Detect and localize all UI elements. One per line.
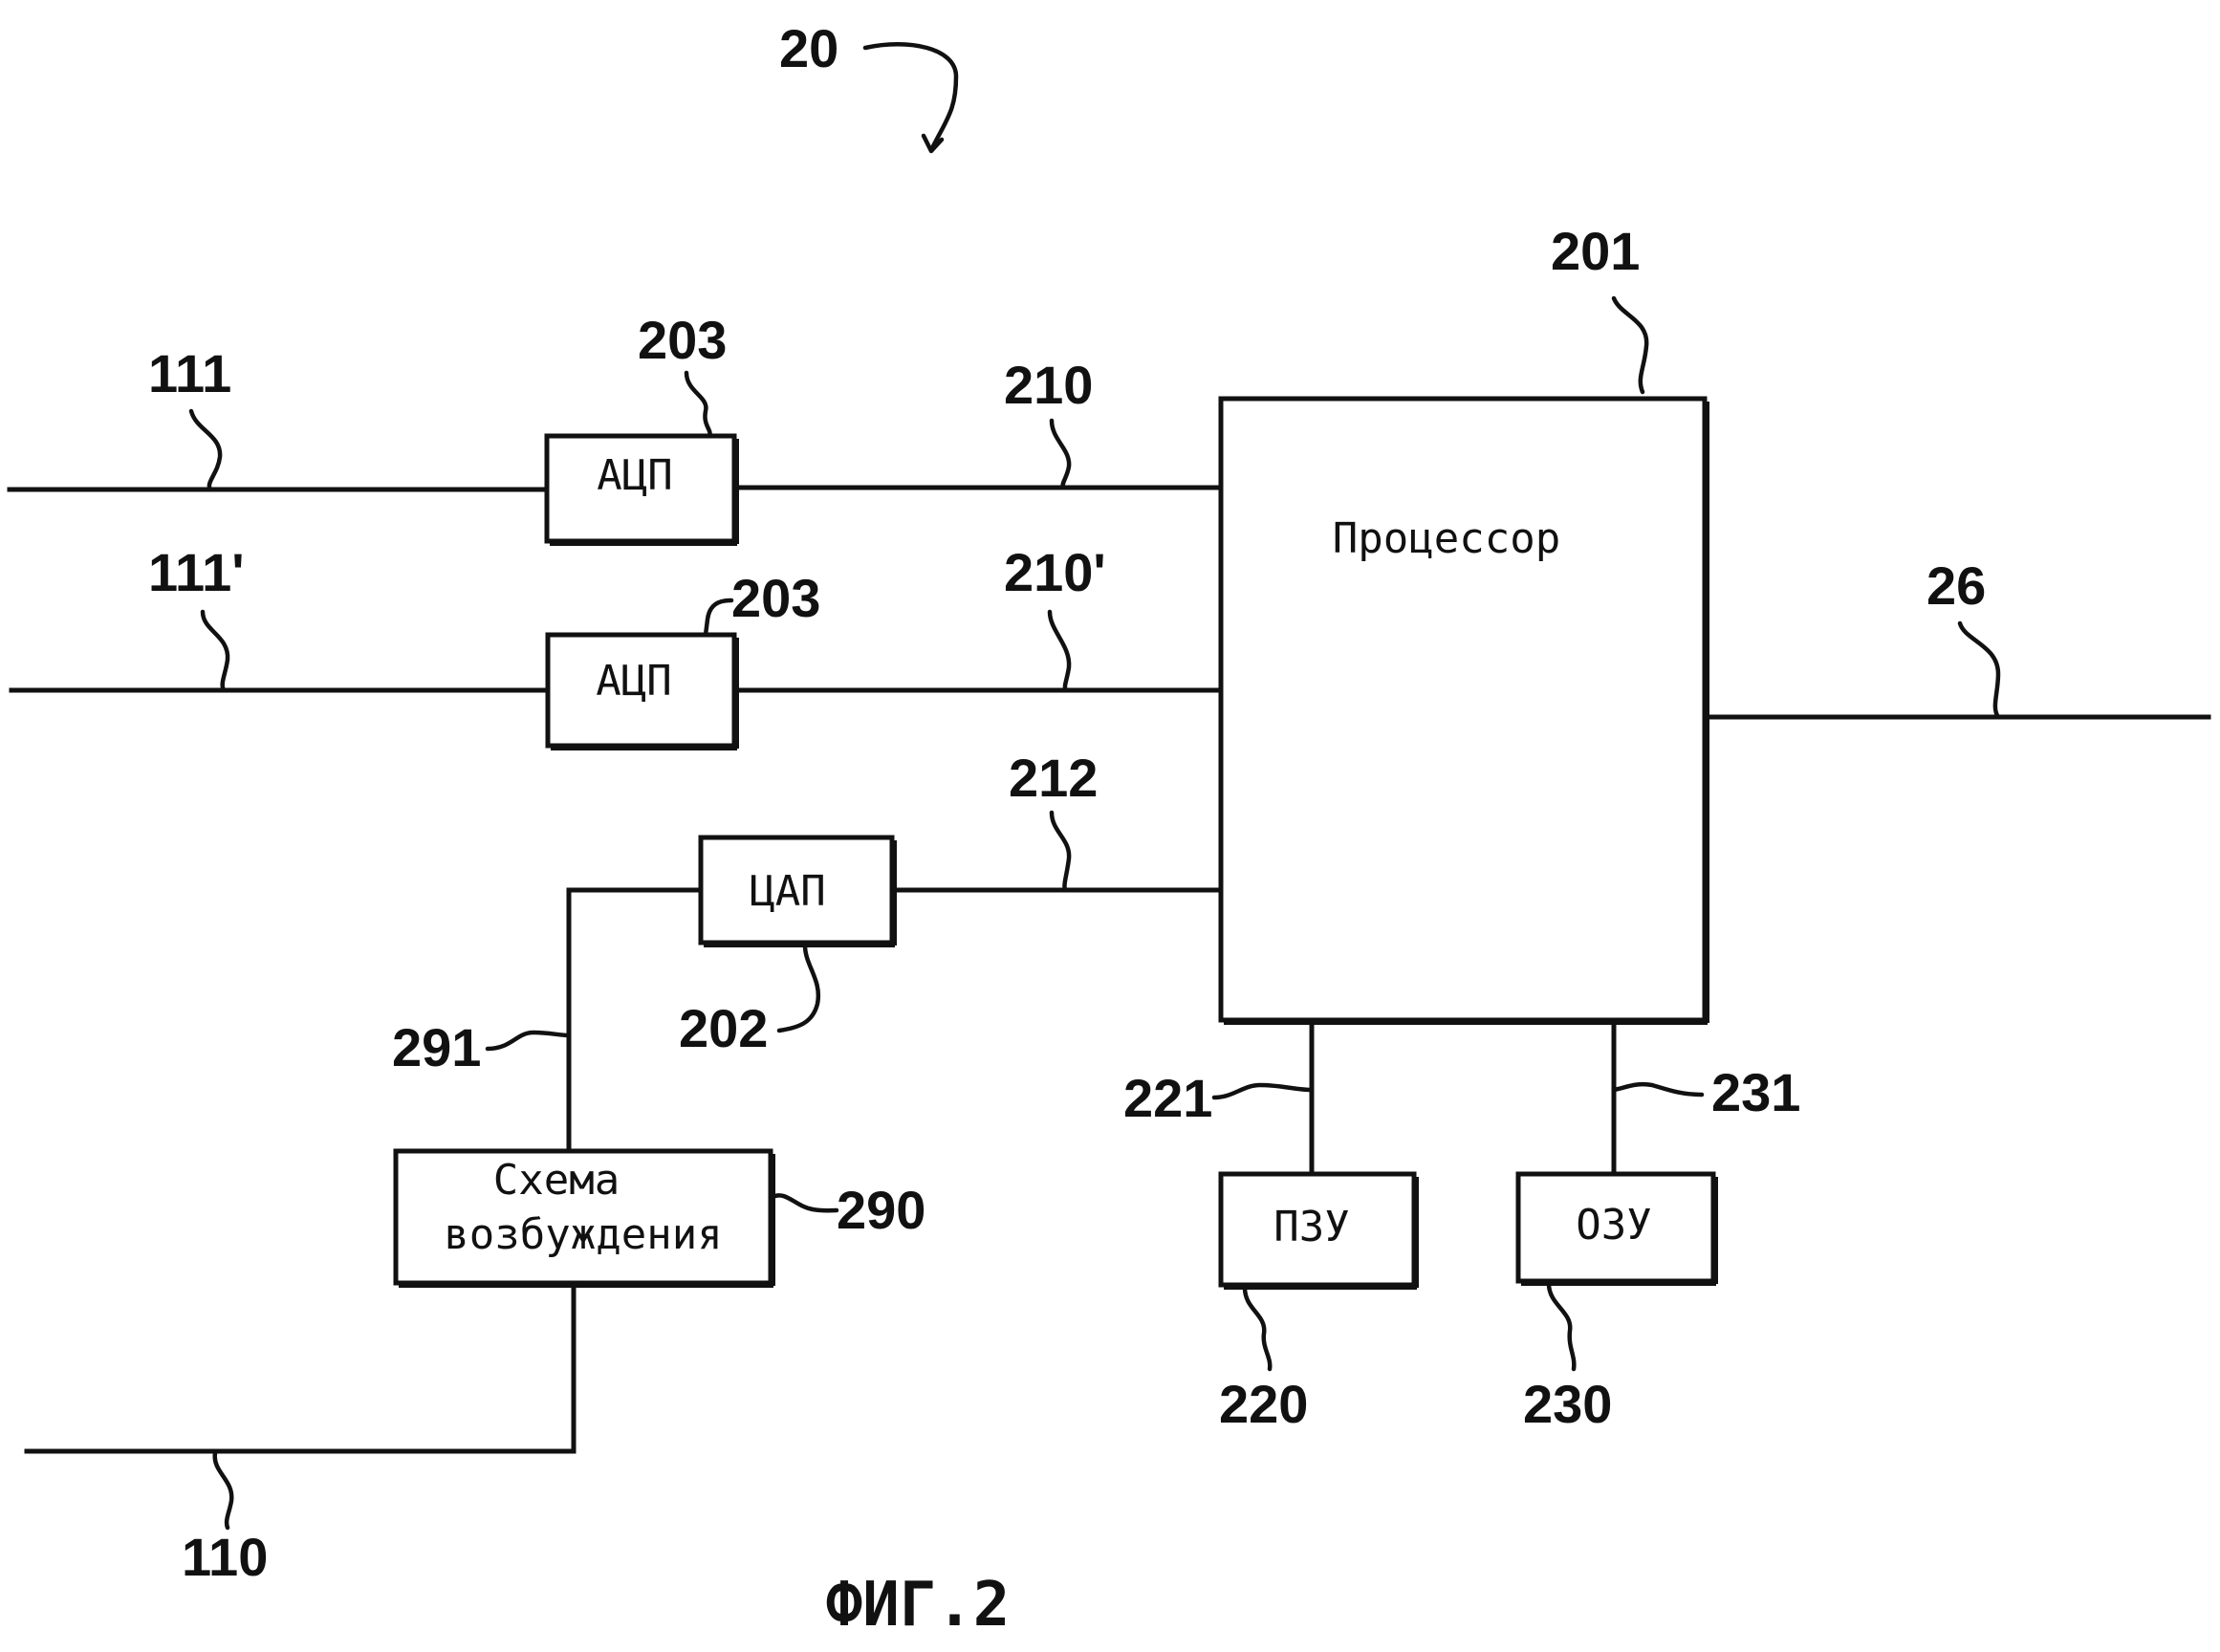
ram-label: ОЗУ xyxy=(1576,1201,1651,1250)
ref-290: 290 xyxy=(837,1180,925,1240)
rom-label: ПЗУ xyxy=(1273,1203,1349,1251)
ref-111: 111 xyxy=(148,343,231,403)
leader-26 xyxy=(1957,620,2001,720)
drive-circuit-block: Схема возбуждения xyxy=(393,1148,775,1288)
reference-numerals: 20 201 203 111 210 203 111' 210' 26 212 … xyxy=(148,18,1986,1587)
drive-label-line2: возбуждения xyxy=(444,1210,722,1259)
ref-26: 26 xyxy=(1926,555,1986,616)
adc-block-1: АЦП xyxy=(544,433,739,546)
ref-203-bottom: 203 xyxy=(731,568,820,628)
leader-230 xyxy=(1546,1281,1577,1372)
line-291 xyxy=(566,887,704,1155)
figure-caption: ФИГ.2 xyxy=(826,1570,1011,1641)
ref-20: 20 xyxy=(779,18,838,78)
ref-231: 231 xyxy=(1711,1062,1800,1122)
ref-110: 110 xyxy=(182,1527,268,1587)
dac-label: ЦАП xyxy=(750,867,825,916)
leader-201 xyxy=(1611,295,1649,395)
ref-212: 212 xyxy=(1009,748,1098,808)
leader-110 xyxy=(212,1450,234,1531)
leader-20-arrowhead xyxy=(921,133,945,154)
ref-210: 210 xyxy=(1004,355,1093,415)
rom-block: ПЗУ xyxy=(1218,1171,1419,1290)
leader-20 xyxy=(862,42,959,151)
dac-block: ЦАП xyxy=(698,835,897,947)
signal-lines xyxy=(7,485,2211,1454)
processor-label: Процессор xyxy=(1333,514,1560,563)
ref-202: 202 xyxy=(679,998,768,1058)
leader-111 xyxy=(188,408,223,492)
ref-201: 201 xyxy=(1551,221,1640,281)
processor-block: Процессор xyxy=(1218,396,1709,1025)
leader-210-prime xyxy=(1047,609,1072,693)
ref-210-prime: 210' xyxy=(1004,542,1106,602)
ram-block: ОЗУ xyxy=(1515,1171,1718,1286)
adc-1-label: АЦП xyxy=(597,451,672,500)
leader-212 xyxy=(1049,810,1072,893)
line-110 xyxy=(24,1280,577,1454)
ref-220: 220 xyxy=(1219,1374,1308,1434)
adc-2-label: АЦП xyxy=(596,657,671,706)
leader-203-top xyxy=(684,370,712,439)
leader-220 xyxy=(1242,1285,1273,1372)
adc-block-2: АЦП xyxy=(545,632,739,750)
ref-291: 291 xyxy=(392,1017,481,1077)
leader-202 xyxy=(776,943,821,1033)
leader-291 xyxy=(485,1030,572,1052)
ref-111-prime: 111' xyxy=(148,542,245,602)
leader-203-bottom xyxy=(703,598,734,638)
leader-290 xyxy=(770,1193,839,1213)
ref-203-top: 203 xyxy=(638,310,727,370)
ref-230: 230 xyxy=(1523,1374,1612,1434)
drive-label-line1: Схема xyxy=(493,1156,620,1205)
leader-210 xyxy=(1049,418,1072,490)
leader-111-prime xyxy=(200,609,230,693)
leader-lines xyxy=(188,42,2001,1531)
leader-231 xyxy=(1611,1081,1705,1098)
ref-221: 221 xyxy=(1123,1068,1212,1128)
leader-221 xyxy=(1211,1082,1315,1100)
